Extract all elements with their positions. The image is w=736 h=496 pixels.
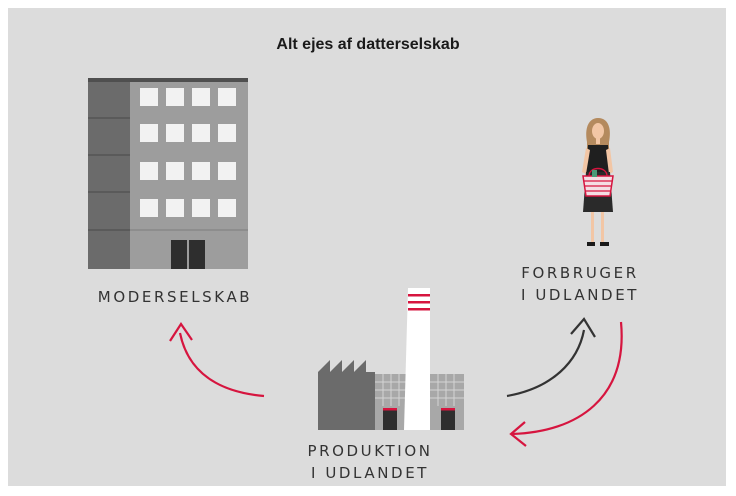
arrow-production-to-parent bbox=[169, 322, 265, 398]
consumer-label-line1: FORBRUGER bbox=[521, 264, 639, 282]
production-label: PRODUKTION I UDLANDET bbox=[290, 440, 450, 484]
parent-company-label-text: MODERSELSKAB bbox=[97, 288, 253, 306]
arrow-production-to-consumer bbox=[506, 317, 596, 398]
production-label-line1: PRODUKTION bbox=[307, 442, 433, 460]
factory-icon bbox=[318, 288, 464, 430]
parent-company-label: MODERSELSKAB bbox=[60, 286, 290, 308]
consumer-label-line2: I UDLANDET bbox=[520, 286, 640, 304]
shopper-woman-icon bbox=[582, 118, 614, 246]
office-building-icon bbox=[88, 78, 248, 269]
diagram-title: Alt ejes af datterselskab bbox=[276, 36, 460, 53]
arrow-consumer-to-production bbox=[509, 321, 623, 447]
consumer-label: FORBRUGER I UDLANDET bbox=[480, 262, 680, 306]
production-label-line2: I UDLANDET bbox=[310, 464, 430, 482]
